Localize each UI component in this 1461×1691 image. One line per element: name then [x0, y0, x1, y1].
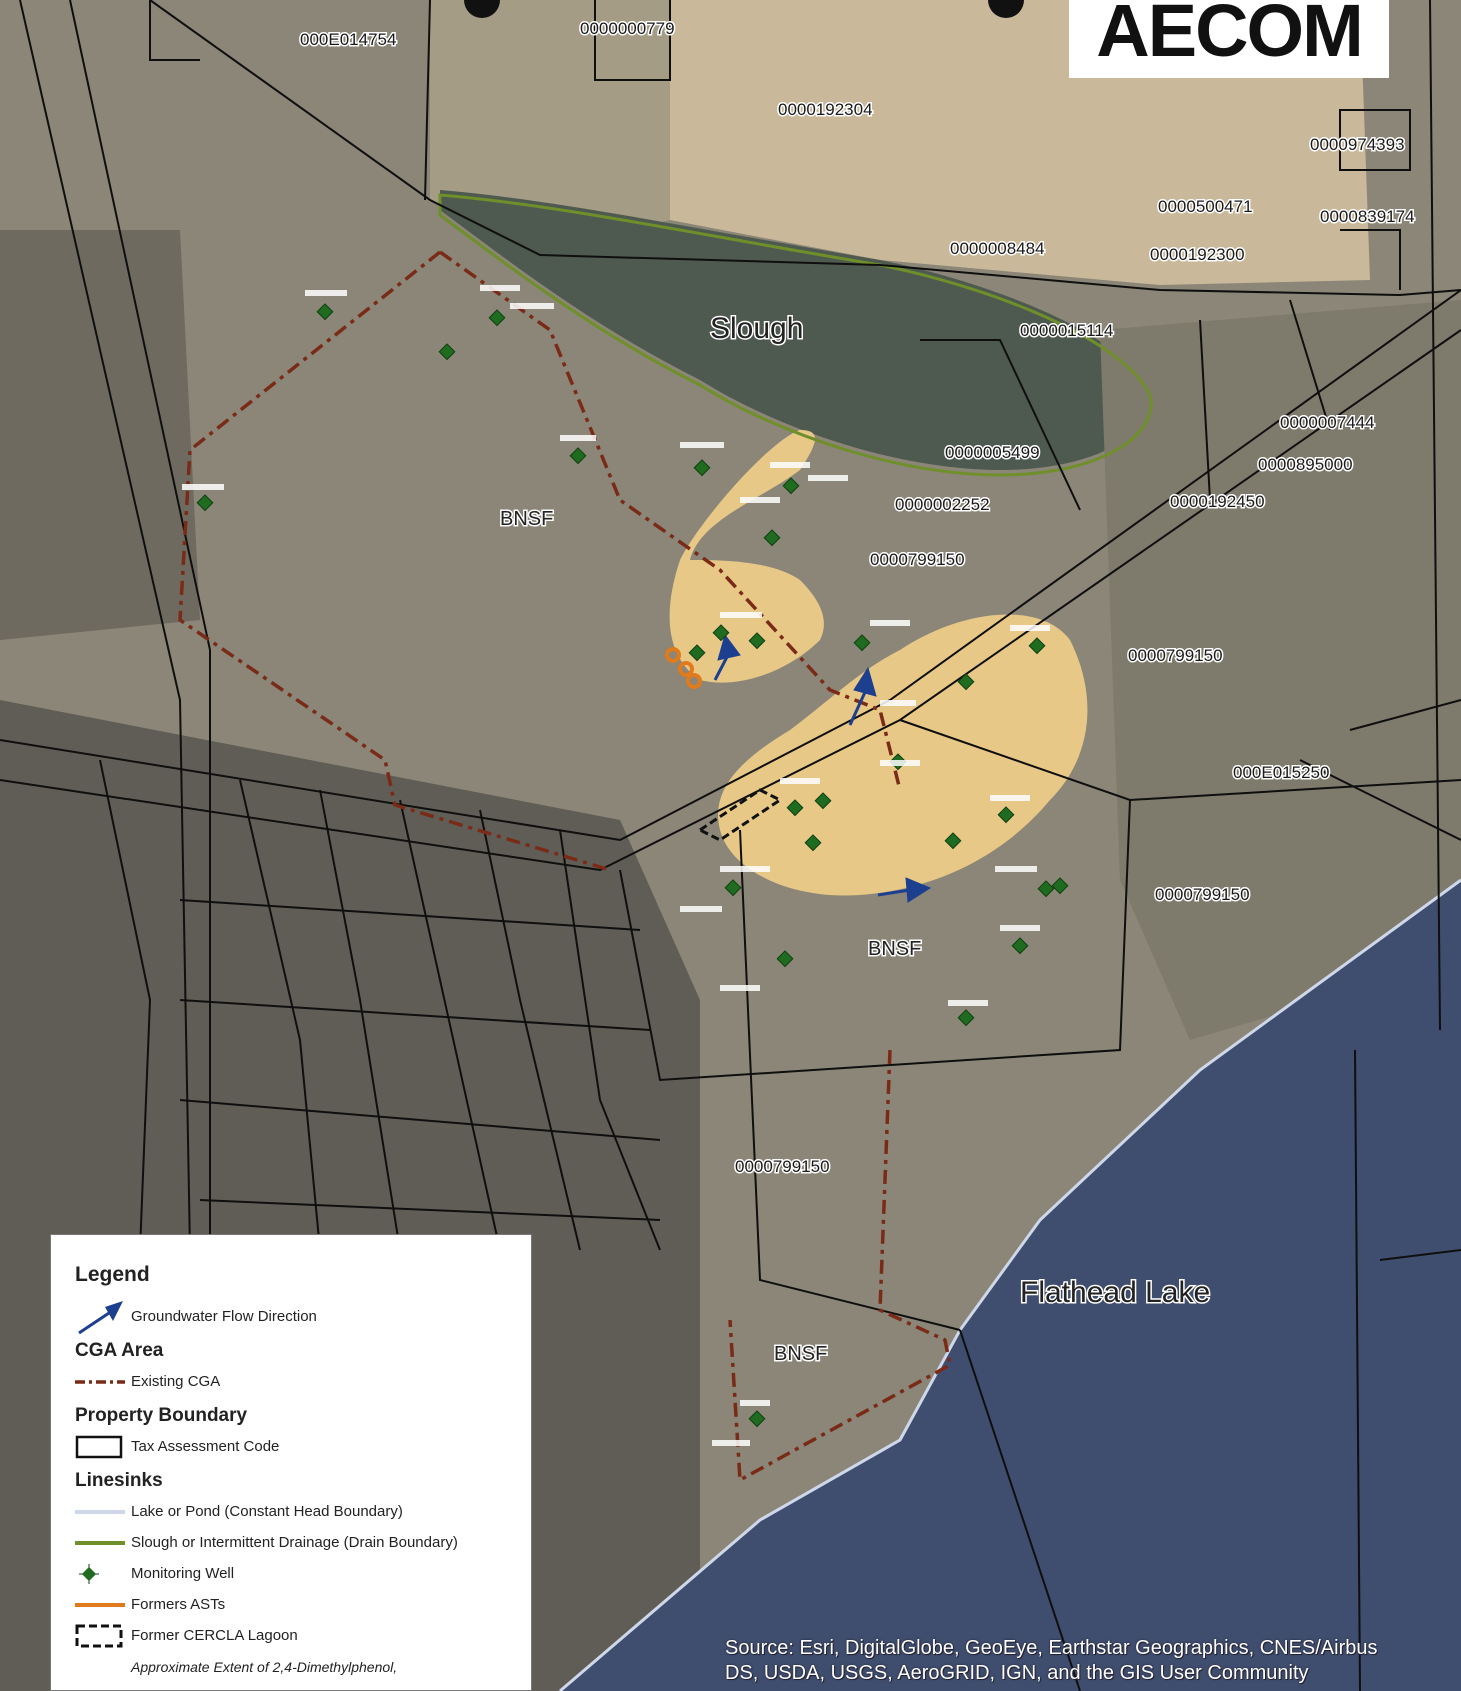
parcel-label: 0000895000 [1258, 455, 1353, 474]
parcel-label: 0000007444 [1280, 413, 1375, 432]
legend-section-linesinks: Linesinks [75, 1470, 163, 1491]
parcel-label: 0000192300 [1150, 245, 1245, 264]
existing-cga-boundaries [178, 250, 952, 1483]
parcel-label: 0000974393 [1310, 135, 1405, 154]
map-corner-dot [464, 0, 500, 18]
legend-row-slough: Slough or Intermittent Drainage (Drain B… [75, 1527, 507, 1558]
source-line: DS, USDA, USGS, AeroGRID, IGN, and the G… [725, 1662, 1309, 1684]
bnsf-label: BNSF [868, 938, 921, 960]
parcel-label: 000E015250 [1233, 763, 1329, 782]
legend-label: Slough or Intermittent Drainage (Drain B… [131, 1534, 458, 1551]
flathead-lake [560, 880, 1461, 1691]
legend-label: Approximate Extent of 2,4-Dimethylphenol… [131, 1658, 398, 1675]
lagoon-box-icon [75, 1621, 131, 1651]
dashed-line-icon [75, 1367, 131, 1397]
legend-label: Former CERCLA Lagoon [131, 1627, 298, 1644]
legend-label: Lake or Pond (Constant Head Boundary) [131, 1503, 403, 1520]
parcel-label: 0000005499 [945, 443, 1040, 462]
parcel-label: 0000839174 [1320, 207, 1415, 226]
monitoring-wells [196, 303, 1069, 1428]
well-label-marks [182, 285, 1050, 1446]
legend-label: Formers ASTs [131, 1596, 226, 1613]
legend-label: Groundwater Flow Direction [131, 1308, 317, 1325]
parcel-label: 0000799150 [870, 550, 965, 569]
flow-arrow-icon [75, 1300, 131, 1334]
parcel-label: 0000008484 [950, 239, 1045, 258]
parcel-label: 000E014754 [300, 30, 396, 49]
outline-box-icon [75, 1432, 131, 1462]
legend-label: Existing CGA [131, 1373, 221, 1390]
legend-section-property: Property Boundary [75, 1405, 248, 1426]
legend-row-existing-cga: Existing CGA [75, 1366, 507, 1397]
groundwater-flow-arrows [713, 633, 932, 903]
legend-label: Tax Assessment Code [131, 1438, 280, 1455]
former-asts [665, 647, 702, 689]
west-vegetation [0, 230, 200, 640]
slough-vegetation [440, 190, 1152, 470]
parcel-label: 0000002252 [895, 495, 990, 514]
source-attribution: Source: Esri, DigitalGlobe, GeoEye, Eart… [725, 1636, 1445, 1686]
legend-section-cga: CGA Area [75, 1340, 164, 1361]
slough-drain-line [438, 193, 1153, 477]
legend-row-lake: Lake or Pond (Constant Head Boundary) [75, 1496, 507, 1527]
former-lagoon [697, 788, 783, 842]
legend-label: Monitoring Well [131, 1565, 235, 1582]
parcel-label: 0000192304 [778, 100, 873, 119]
legend-row-gw-flow: Groundwater Flow Direction [75, 1300, 507, 1334]
slough-label: Slough [710, 312, 803, 345]
parcel-label: 0000500471 [1158, 197, 1253, 216]
plume-extent [669, 430, 1088, 896]
aecom-logo: AECOM [1069, 0, 1389, 78]
parcel-label: 0000799150 [1155, 885, 1250, 904]
lake-line-icon [75, 1497, 131, 1527]
legend-title: Legend [75, 1263, 150, 1286]
bnsf-label: BNSF [774, 1343, 827, 1365]
map-legend: Legend Groundwater Flow Direction CGA Ar… [50, 1234, 532, 1691]
slough-line-icon [75, 1528, 131, 1558]
monitoring-well-icon [75, 1559, 131, 1589]
legend-row-well: Monitoring Well [75, 1558, 507, 1589]
plume-swatch-icon [75, 1652, 131, 1682]
legend-row-asts: Formers ASTs [75, 1589, 507, 1620]
logo-text: AECOM [1096, 0, 1363, 72]
parcel-label: 0000799150 [735, 1157, 830, 1176]
legend-row-tax-code: Tax Assessment Code [75, 1431, 507, 1462]
parcel-label: 0000000779 [580, 19, 675, 38]
place-labels: Slough BNSF BNSF BNSF Flathead Lake [499, 311, 1212, 1367]
legend-row-lagoon: Former CERCLA Lagoon [75, 1620, 507, 1651]
legend-row-extent: Approximate Extent of 2,4-Dimethylphenol… [75, 1651, 507, 1682]
parcel-labels: 000E014754 0000000779 0000192304 0000974… [299, 18, 1417, 1178]
ast-line-icon [75, 1590, 131, 1620]
field-north-west [430, 0, 670, 250]
parcel-label: 0000799150 [1128, 646, 1223, 665]
bnsf-label: BNSF [500, 508, 553, 530]
map-corner-dot [988, 0, 1024, 18]
source-line: Source: Esri, DigitalGlobe, GeoEye, Eart… [725, 1637, 1378, 1659]
lake-label: Flathead Lake [1020, 1276, 1210, 1309]
parcel-label: 0000015114 [1020, 321, 1113, 340]
parcel-label: 0000192450 [1170, 492, 1265, 511]
